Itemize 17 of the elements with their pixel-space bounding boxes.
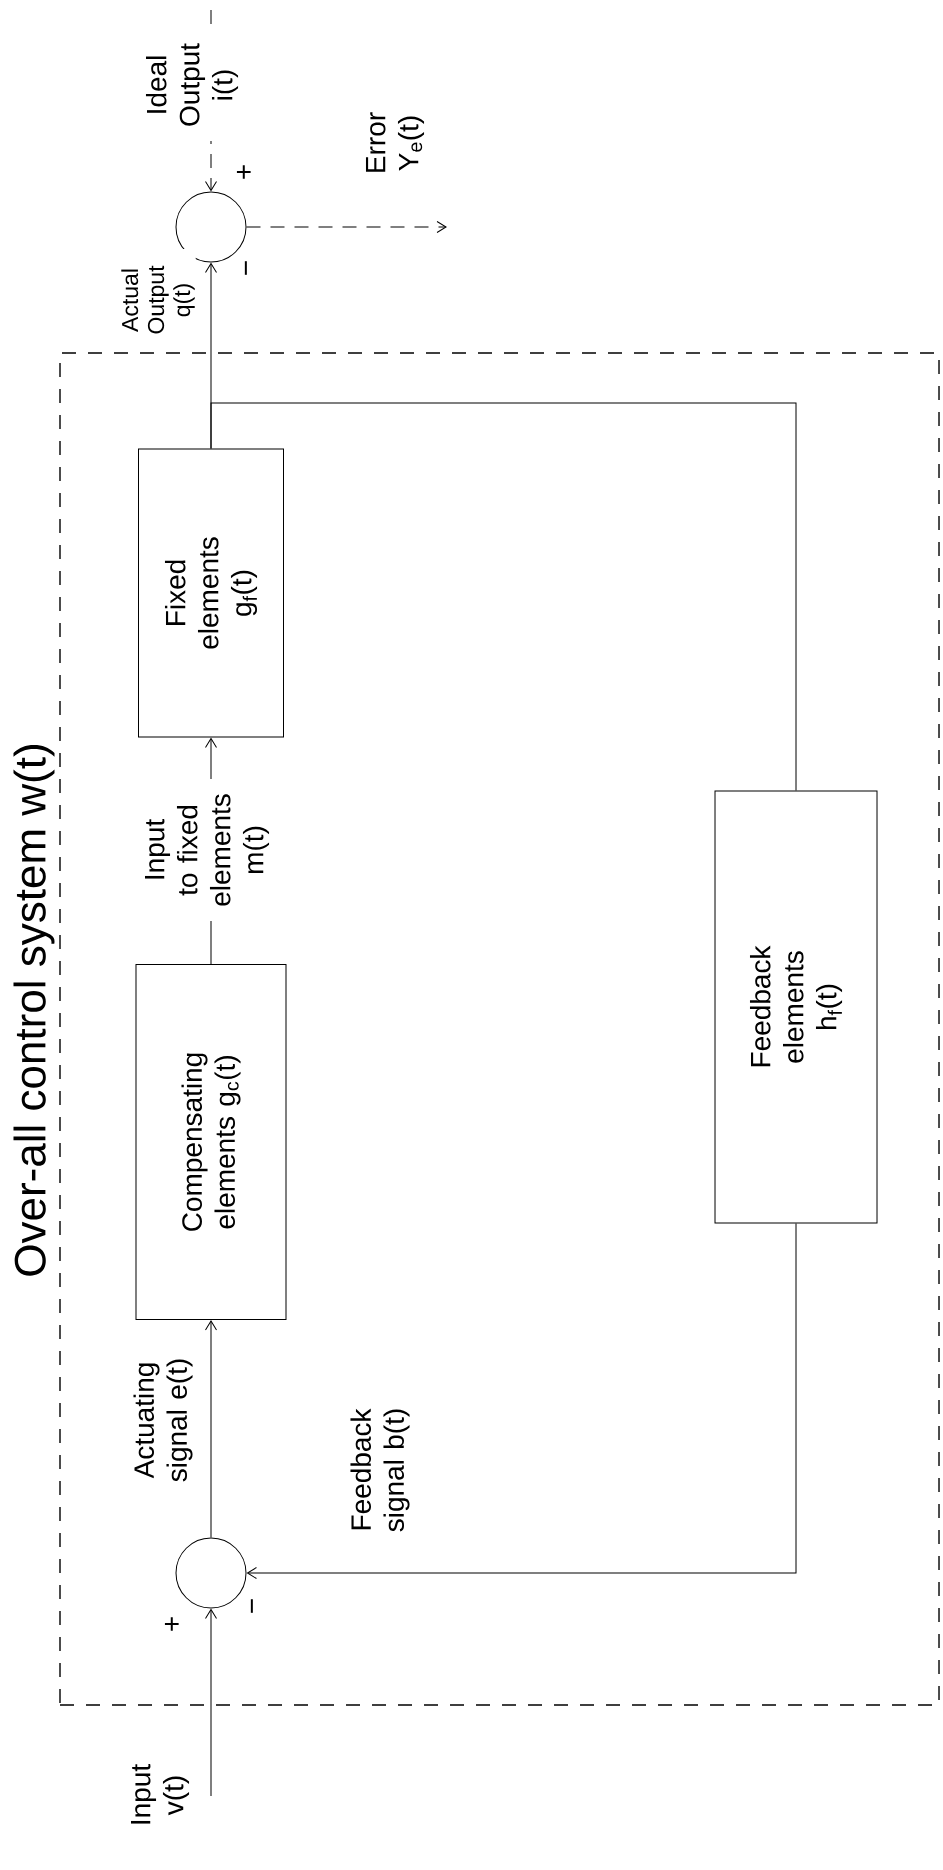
edge-label: Actuating signal e(t) [132,1331,194,1509]
edge-label: Ideal Output i(t) [144,29,240,141]
arrow [205,1320,217,1538]
sign-label: + [164,1617,179,1631]
summing-junction [175,191,247,263]
arrow [205,1608,217,1797]
edge-label: Input v(t) [129,1749,191,1841]
sign-label: − [250,1599,253,1613]
edge-label: Input to fixed elements m(t) [143,779,271,921]
sign-label: − [244,261,247,275]
summing-junction [175,1537,247,1609]
arrow [246,221,447,233]
edge-label: Feedback signal b(t) [349,1394,411,1546]
sign-label: + [236,165,251,179]
edge-label: Actual Output q(t) [120,249,196,351]
heading: Over-all control system w(t) [13,745,55,1276]
arrow [246,1223,797,1579]
